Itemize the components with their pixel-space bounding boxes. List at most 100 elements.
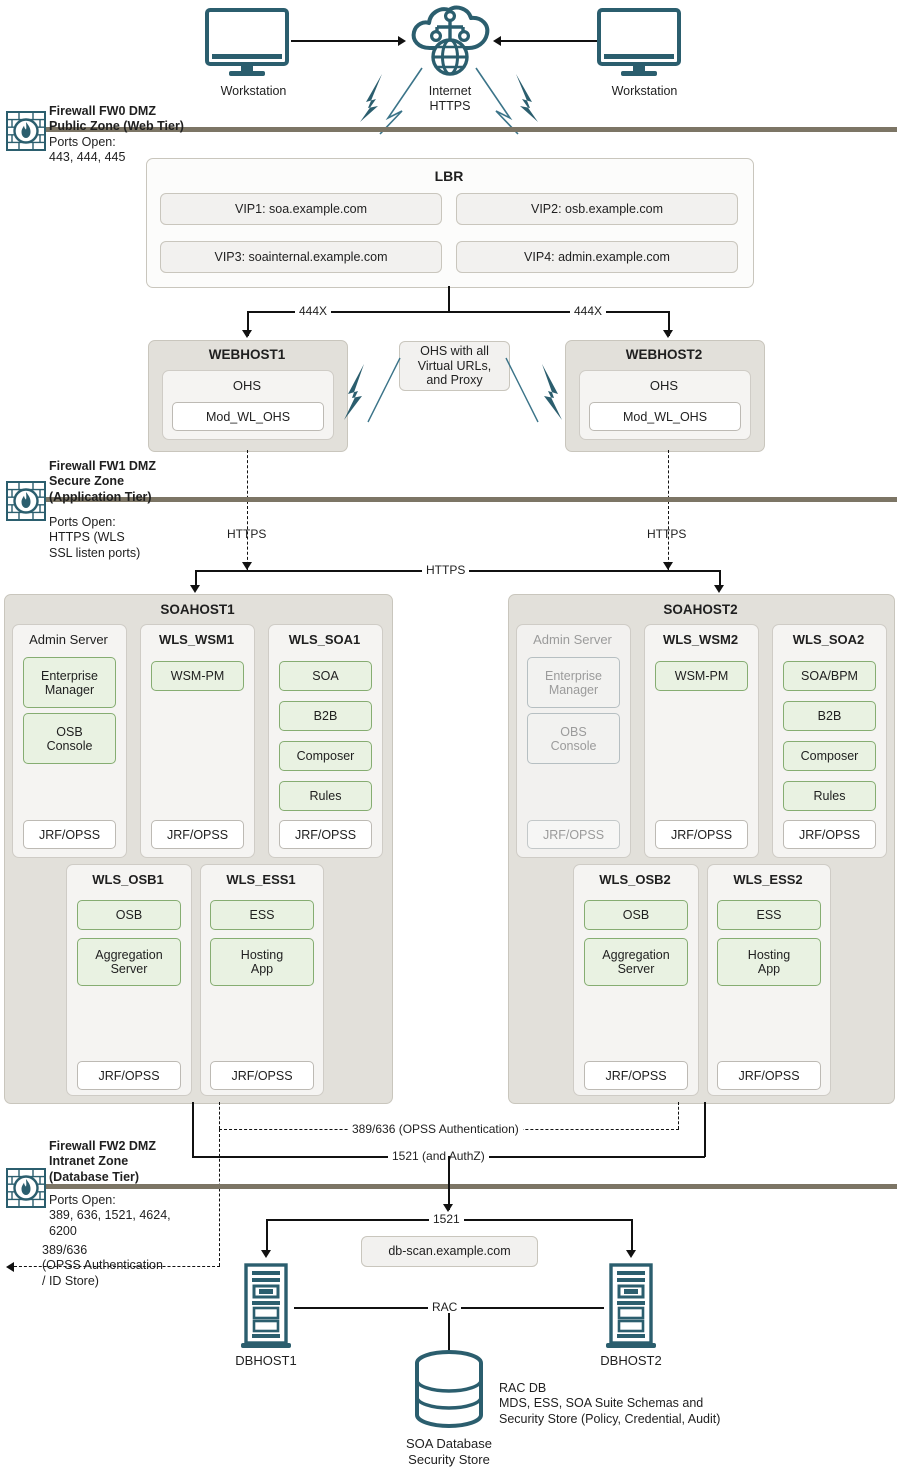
dbhost1-drop — [266, 1219, 268, 1254]
webhost2-arrow — [663, 330, 673, 338]
ws-right-to-cloud-line — [500, 40, 597, 42]
soahost2-app-wsm-pm: WSM-PM — [655, 661, 748, 691]
lightning-left-icon — [336, 56, 426, 135]
webhost1-https-dashed — [247, 450, 248, 570]
soahost1-arrow — [190, 585, 200, 593]
scan-vertical-line — [448, 1156, 450, 1210]
soahost1-col-wls-ess1-title: WLS_ESS1 — [226, 872, 296, 887]
lbr-split-line — [247, 311, 669, 313]
soahost1-col-wls-wsm1-title: WLS_WSM1 — [158, 632, 235, 647]
id-store-dashed-horizontal — [14, 1266, 220, 1267]
scan-arrow — [443, 1204, 453, 1212]
soahost2-app-hosting-app: Hosting App — [717, 938, 821, 986]
https-left-arrow — [242, 562, 252, 570]
soahost1-app-osb-console: OSB Console — [23, 713, 116, 764]
soahost1-app-rules: Rules — [279, 781, 372, 811]
webhost1-ohs-title: OHS — [232, 378, 262, 393]
ws-right-to-cloud-arrow — [493, 36, 501, 46]
soahost2-app-enterprise-manager: Enterprise Manager — [527, 657, 620, 708]
webhost2-title: WEBHOST2 — [625, 347, 703, 362]
https-right-arrow — [663, 562, 673, 570]
soahost2-app-rules: Rules — [783, 781, 876, 811]
soahost2-app-aggregation-server: Aggregation Server — [584, 938, 688, 986]
id-store-label: 389/636 (OPSS Authentication / ID Store) — [42, 1243, 163, 1288]
dbhost1-arrow — [261, 1250, 271, 1258]
soahost2-opss-dashed — [678, 1102, 679, 1129]
dbhost2-label: DBHOST2 — [600, 1353, 662, 1368]
dbhost2-icon — [603, 1263, 659, 1351]
soahost1-admin-server-footer: JRF/OPSS — [23, 820, 116, 849]
firewall-fw2-bar — [44, 1184, 897, 1189]
lbr-vip2[interactable]: VIP2: osb.example.com — [456, 193, 738, 225]
lbr-vip4[interactable]: VIP4: admin.example.com — [456, 241, 738, 273]
soahost2-app-obs-console: OBS Console — [527, 713, 620, 764]
soahost1-app-aggregation-server: Aggregation Server — [77, 938, 181, 986]
lbr-vip3[interactable]: VIP3: soainternal.example.com — [160, 241, 442, 273]
port-label-444x-right: 444X — [570, 304, 607, 318]
rac-db-notes: RAC DB MDS, ESS, SOA Suite Schemas and S… — [499, 1381, 721, 1426]
firewall-fw2-ports: Ports Open: 389, 636, 1521, 4624, 6200 — [49, 1193, 171, 1238]
rac-db-stem — [448, 1313, 450, 1355]
soahost2-col-wls-osb2-title: WLS_OSB2 — [599, 872, 671, 887]
soahost1-app-enterprise-manager: Enterprise Manager — [23, 657, 116, 708]
soahost2-app-osb: OSB — [584, 900, 688, 930]
lbr-vip1[interactable]: VIP1: soa.example.com — [160, 193, 442, 225]
internet-cloud-icon — [404, 2, 496, 84]
soahost2-wls-wsm2-footer: JRF/OPSS — [655, 820, 748, 849]
ohs-callout: OHS with all Virtual URLs, and Proxy — [399, 341, 510, 391]
firewall-fw2-title: Firewall FW2 DMZ Intranet Zone (Database… — [49, 1139, 156, 1184]
lbr-right-drop — [668, 311, 670, 336]
db-scan-box: db-scan.example.com — [361, 1236, 538, 1267]
soahost1-app-ess: ESS — [210, 900, 314, 930]
soahost1-title: SOAHOST1 — [160, 602, 235, 617]
https-bus-left-drop — [195, 570, 197, 590]
firewall-fw1-title: Firewall FW1 DMZ Secure Zone (Applicatio… — [49, 459, 156, 504]
firewall-fw0-icon — [6, 111, 46, 151]
soahost1-wls-wsm1-footer: JRF/OPSS — [151, 820, 244, 849]
soa-database-caption: SOA Database Security Store — [406, 1436, 492, 1467]
opss-auth-label: 389/636 (OPSS Authentication) — [348, 1122, 523, 1136]
firewall-fw0-title: Firewall FW0 DMZ Public Zone (Web Tier) — [49, 104, 184, 134]
authz-label: 1521 (and AuthZ) — [388, 1149, 489, 1163]
soahost1-app-hosting-app: Hosting App — [210, 938, 314, 986]
firewall-fw2-icon — [6, 1168, 46, 1208]
webhost2-ohs-title: OHS — [649, 378, 679, 393]
lightning-webhost2-icon — [502, 350, 576, 440]
lbr-left-drop — [247, 311, 249, 336]
workstation-right-icon — [597, 8, 693, 82]
id-store-arrow — [6, 1262, 14, 1272]
scan-port-label: 1521 — [429, 1212, 464, 1226]
lbr-stem — [448, 286, 450, 312]
soahost2-title: SOAHOST2 — [663, 602, 738, 617]
soahost2-col-wls-ess2-title: WLS_ESS2 — [733, 872, 803, 887]
webhost2-module: Mod_WL_OHS — [589, 402, 741, 431]
workstation-left-label: Workstation — [220, 84, 287, 98]
firewall-fw1-icon — [6, 481, 46, 521]
soahost2-wls-ess2-footer: JRF/OPSS — [717, 1061, 821, 1090]
firewall-fw1-bar — [44, 497, 897, 502]
soahost1-opss-dashed — [219, 1102, 220, 1129]
soahost2-arrow — [714, 585, 724, 593]
soahost2-app-ess: ESS — [717, 900, 821, 930]
workstation-left-icon — [205, 8, 301, 82]
soahost1-app-osb: OSB — [77, 900, 181, 930]
soahost2-app-soa-bpm: SOA/BPM — [783, 661, 876, 691]
lbr-title: LBR — [434, 168, 464, 184]
soahost1-app-b2b: B2B — [279, 701, 372, 731]
lightning-right-icon — [472, 56, 562, 135]
dbhost2-drop — [631, 1219, 633, 1254]
firewall-fw1-ports: Ports Open: HTTPS (WLS SSL listen ports) — [49, 515, 141, 560]
soahost2-app-composer: Composer — [783, 741, 876, 771]
soahost1-db-line — [192, 1102, 194, 1157]
ws-left-to-cloud-arrow — [398, 36, 406, 46]
soahost1-col-wls-soa1-title: WLS_SOA1 — [288, 632, 361, 647]
lightning-webhost1-icon — [330, 350, 404, 440]
webhost2-https-dashed — [668, 450, 669, 570]
id-store-dashed-vertical — [219, 1129, 220, 1266]
internet-label-line1: Internet — [428, 84, 472, 98]
ws-left-to-cloud-line — [291, 40, 401, 42]
soahost1-app-wsm-pm: WSM-PM — [151, 661, 244, 691]
soahost1-col-wls-osb1-title: WLS_OSB1 — [92, 872, 164, 887]
soahost1-col-admin-server-title: Admin Server — [29, 632, 108, 647]
internet-label-line2: HTTPS — [429, 99, 471, 113]
